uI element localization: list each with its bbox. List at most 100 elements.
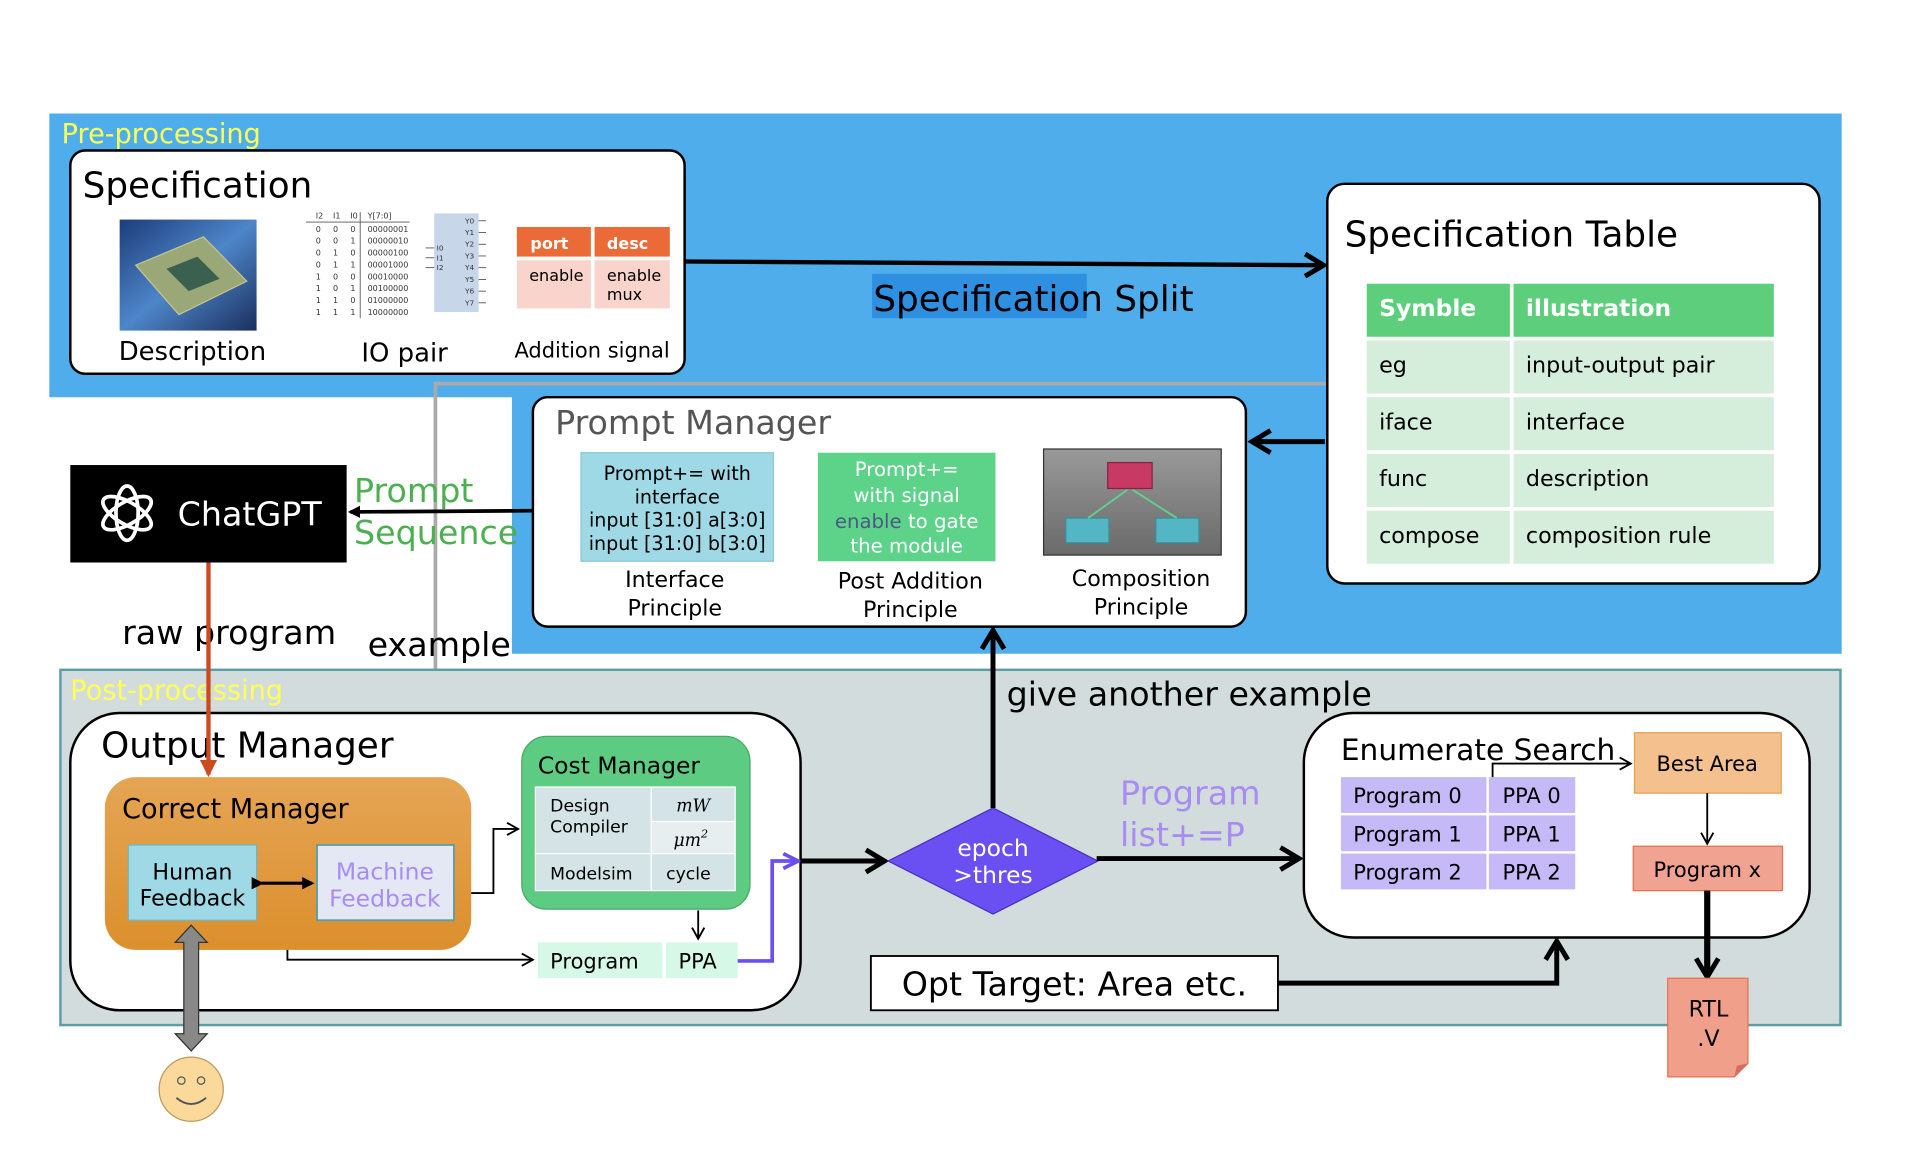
chatgpt-label: ChatGPT [178,494,323,533]
spec-symbol: iface [1379,409,1432,435]
svg-text:Prompt: Prompt [354,471,473,510]
io-cell: 1 [333,249,338,258]
best-area-box [1633,732,1782,794]
svg-text:Correct Manager: Correct Manager [122,794,349,825]
ppa-cell [666,942,738,979]
postprocessing-label: Post-processing [70,675,283,706]
io-header: I1 [333,211,340,220]
opt-target-box [869,955,1279,1012]
spec-table-header: illustration [1526,294,1671,322]
svg-text:Enumerate Search: Enumerate Search [1341,733,1615,767]
svg-text:>thres: >thres [953,861,1032,889]
svg-text:cycle: cycle [666,865,711,885]
human-interaction-arrow [173,924,209,1052]
chip-image [119,219,257,331]
split-label-highlight [872,273,1087,319]
svg-text:Principle: Principle [627,596,722,622]
svg-text:Program x: Program x [1653,858,1761,882]
rtl-file-icon: RTL .V [1667,977,1749,1078]
svg-text:Composition: Composition [1072,566,1211,592]
io-cell: 1 [333,308,338,317]
specification-title: Specification [83,165,313,206]
svg-text:PPA: PPA [678,949,717,973]
decoder-output: Y3 [464,251,475,260]
io-cell: 00100000 [368,284,409,293]
prompt-sequence-arrow [347,505,533,519]
io-cell: 1 [350,237,355,246]
svg-text:RTL: RTL [1689,996,1729,1022]
description-label: Description [119,337,266,367]
svg-text:Best Area: Best Area [1657,752,1758,776]
svg-text:enable to gate: enable to gate [835,510,979,533]
split-arrow [684,251,1329,279]
program-name: Program 0 [1353,784,1461,808]
io-cell: 0 [333,237,338,246]
io-cell: 10000000 [368,308,409,317]
io-header: I2 [316,211,323,220]
svg-text:Prompt+=: Prompt+= [855,458,959,481]
prompt-manager-box: Prompt Manager Prompt+= with interface i… [531,395,1248,628]
spec-table-title: Specification Table [1345,215,1679,256]
composition-diagram [1042,448,1222,556]
output-manager-title: Output Manager [101,725,394,766]
svg-text:Modelsim: Modelsim [550,865,632,885]
io-cell: 1 [350,284,355,293]
decoder-output: Y5 [464,275,475,284]
decoder-output: Y1 [464,228,475,237]
io-header: I0 [350,211,357,220]
decoder-input: I1 [437,253,444,262]
svg-text:Principle: Principle [863,597,958,623]
program-name: Program 1 [1353,822,1461,846]
spec-symbol: eg [1379,353,1407,379]
io-cell: 1 [333,260,338,269]
io-cell: 0 [333,225,338,234]
io-cell: 0 [333,272,338,281]
svg-text:list+=P: list+=P [1120,815,1245,854]
spec-illustration: interface [1526,409,1625,435]
svg-text:Program: Program [1120,773,1261,812]
io-cell: 1 [316,272,321,281]
svg-text:enable: enable [529,266,583,285]
io-cell: 1 [333,296,338,305]
io-cell: 00010000 [368,272,409,281]
io-cell: 0 [316,237,321,246]
svg-text:Prompt+= with: Prompt+= with [604,462,751,485]
io-cell: 0 [333,284,338,293]
svg-text:μm2: μm2 [673,828,708,852]
program-row [1340,853,1487,890]
svg-text:.V: .V [1697,1026,1719,1052]
preprocessing-label: Pre-processing [62,119,261,150]
io-cell: 01000000 [368,296,409,305]
svg-text:port: port [530,234,568,253]
interface-principle-box [580,452,775,562]
epoch-threshold-decision [886,807,1100,915]
program-name: Program 2 [1353,861,1461,885]
svg-text:example: example [368,625,511,664]
io-cell: 1 [316,284,321,293]
svg-text:Program: Program [550,949,638,973]
io-cell: 00000001 [368,225,409,234]
svg-text:Principle: Principle [1094,594,1189,620]
svg-text:Post Addition: Post Addition [838,568,983,594]
addition-signal-label: Addition signal [514,339,669,363]
program-ppa: PPA 1 [1502,822,1560,846]
decoder-output: Y0 [464,216,475,225]
svg-text:input [31:0] a[3:0]: input [31:0] a[3:0] [589,509,766,532]
example-arrow [435,381,1327,775]
decoder-output: Y6 [464,287,475,296]
spec-table-row [1366,453,1510,507]
svg-text:give another example: give another example [1007,675,1372,714]
prompt-manager-title: Prompt Manager [555,403,831,442]
io-cell: 0 [350,296,355,305]
io-cell: 1 [350,260,355,269]
openai-logo-icon [101,484,154,543]
smiley-user-icon [158,1056,224,1122]
io-cell: 0 [316,225,321,234]
